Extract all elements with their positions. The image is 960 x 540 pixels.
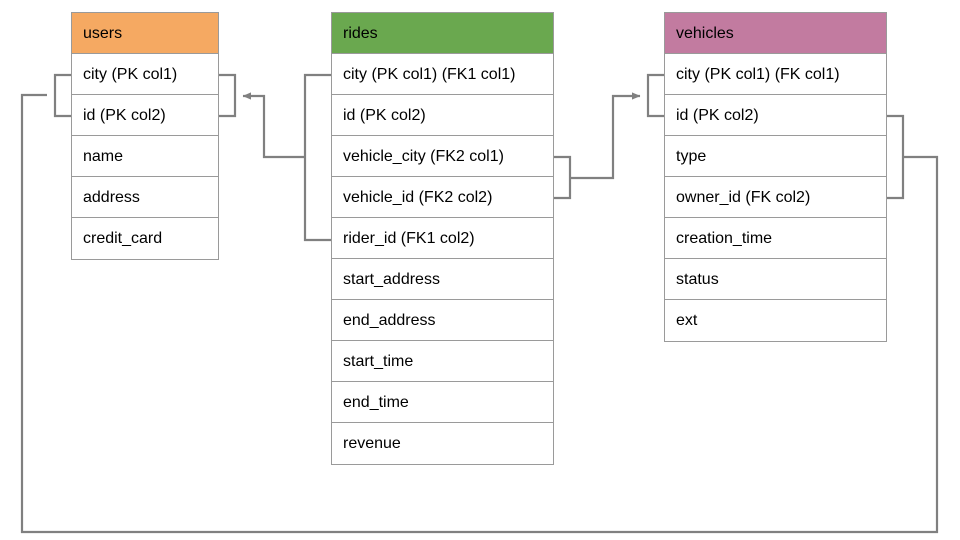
entity-rides[interactable]: rides city (PK col1) (FK1 col1) id (PK c…	[331, 12, 554, 465]
entity-users-field-credit-card[interactable]: credit_card	[72, 218, 218, 259]
entity-users-field-id[interactable]: id (PK col2)	[72, 95, 218, 136]
entity-vehicles-field-ext[interactable]: ext	[665, 300, 886, 341]
entity-rides-field-vehicle-city[interactable]: vehicle_city (FK2 col1)	[332, 136, 553, 177]
entity-vehicles-field-city[interactable]: city (PK col1) (FK col1)	[665, 54, 886, 95]
entity-rides-field-revenue[interactable]: revenue	[332, 423, 553, 464]
edge-rides-fk1-to-users	[242, 92, 305, 159]
edge-vehicles-right-bracket	[887, 114, 905, 200]
edge-rides-fk2-to-vehicles	[570, 92, 641, 180]
entity-users-title: users	[72, 13, 218, 54]
edge-rides-right-bracket	[554, 155, 572, 200]
entity-rides-field-rider-id[interactable]: rider_id (FK1 col2)	[332, 218, 553, 259]
edge-rides-left-bracket	[303, 73, 331, 242]
entity-rides-field-vehicle-id[interactable]: vehicle_id (FK2 col2)	[332, 177, 553, 218]
entity-vehicles-field-type[interactable]: type	[665, 136, 886, 177]
entity-rides-field-end-time[interactable]: end_time	[332, 382, 553, 423]
entity-vehicles-title: vehicles	[665, 13, 886, 54]
entity-rides-field-start-time[interactable]: start_time	[332, 341, 553, 382]
entity-vehicles-field-status[interactable]: status	[665, 259, 886, 300]
entity-users[interactable]: users city (PK col1) id (PK col2) name a…	[71, 12, 219, 260]
edge-users-right-bracket	[219, 73, 237, 118]
entity-rides-field-end-address[interactable]: end_address	[332, 300, 553, 341]
entity-rides-title: rides	[332, 13, 553, 54]
entity-rides-field-id[interactable]: id (PK col2)	[332, 95, 553, 136]
entity-vehicles-field-creation-time[interactable]: creation_time	[665, 218, 886, 259]
edge-vehicles-left-bracket	[646, 73, 664, 118]
entity-vehicles-field-id[interactable]: id (PK col2)	[665, 95, 886, 136]
entity-vehicles[interactable]: vehicles city (PK col1) (FK col1) id (PK…	[664, 12, 887, 342]
entity-users-field-name[interactable]: name	[72, 136, 218, 177]
entity-rides-field-city[interactable]: city (PK col1) (FK1 col1)	[332, 54, 553, 95]
edge-users-left-bracket	[53, 73, 71, 118]
entity-vehicles-field-owner-id[interactable]: owner_id (FK col2)	[665, 177, 886, 218]
entity-users-field-address[interactable]: address	[72, 177, 218, 218]
entity-rides-field-start-address[interactable]: start_address	[332, 259, 553, 300]
entity-users-field-city[interactable]: city (PK col1)	[72, 54, 218, 95]
